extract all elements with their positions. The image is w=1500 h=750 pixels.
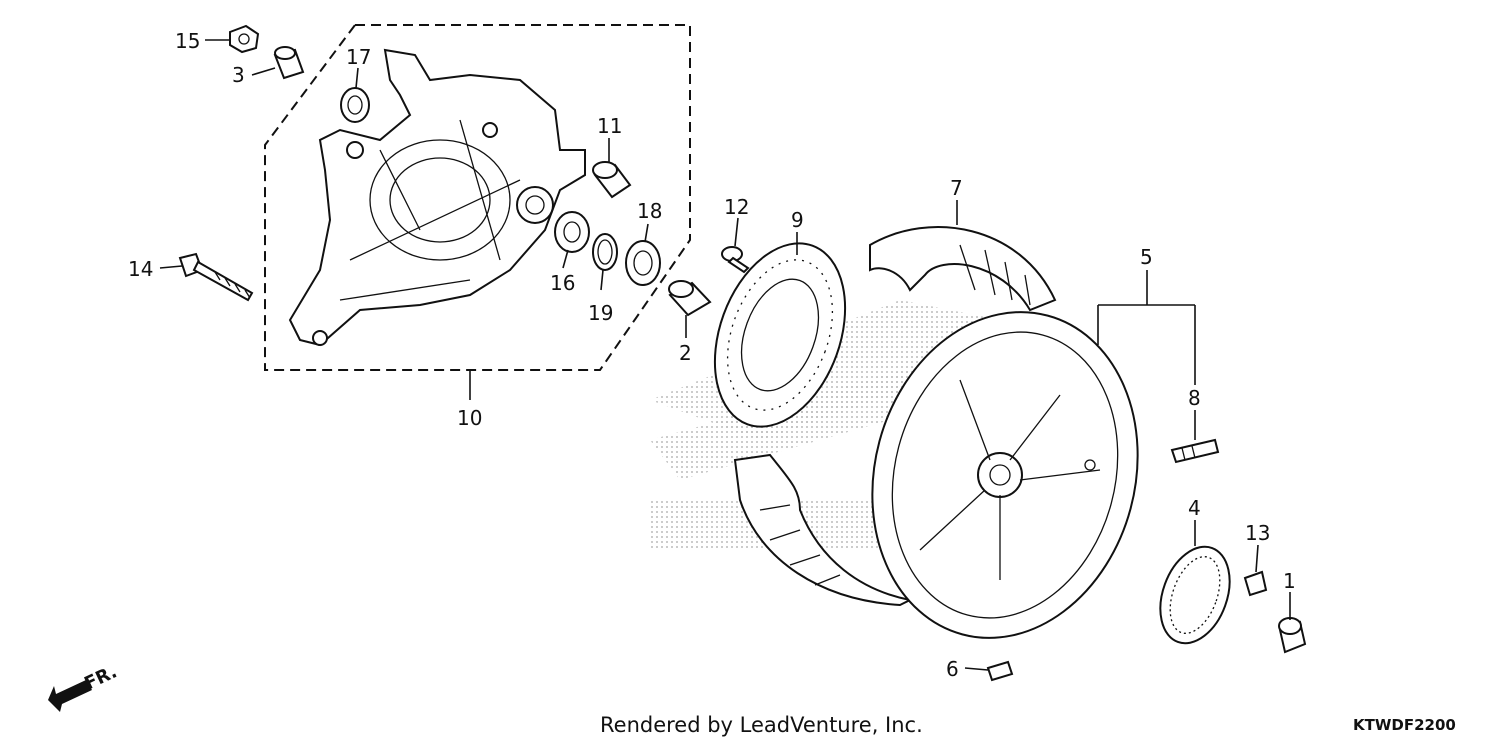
front-arrow-icon: FR. (48, 661, 120, 712)
callout-11: 11 (597, 114, 622, 138)
bolt-part-14[interactable] (178, 252, 254, 302)
render-credit: Rendered by LeadVenture, Inc. (600, 713, 923, 737)
circlip-part-19[interactable] (592, 233, 618, 271)
tire-part-7[interactable] (869, 226, 1057, 312)
pulser-ring-part-4[interactable] (1148, 537, 1242, 653)
callout-2: 2 (679, 341, 692, 365)
callout-18: 18 (637, 199, 662, 223)
group-boundary-10 (264, 24, 691, 371)
callout-19: 19 (588, 301, 613, 325)
callout-14: 14 (128, 257, 153, 281)
callout-4: 4 (1188, 496, 1201, 520)
callout-8: 8 (1188, 386, 1201, 410)
nut-part-15[interactable] (229, 24, 260, 54)
diagram-code: KTWDF2200 (1353, 716, 1456, 734)
bolt-part-12[interactable] (721, 246, 750, 274)
valve-part-8[interactable] (1170, 438, 1220, 464)
balance-weight-part-6[interactable] (986, 660, 1014, 682)
direction-label: FR. (81, 661, 120, 694)
callout-3: 3 (232, 63, 245, 87)
bolt-part-13[interactable] (1243, 570, 1268, 597)
callout-10: 10 (457, 406, 482, 430)
collar-part-3[interactable] (273, 46, 305, 80)
collar-part-11[interactable] (592, 161, 632, 199)
callout-7: 7 (950, 176, 963, 200)
bearing-part-17[interactable] (340, 87, 370, 123)
bearing-part-16[interactable] (554, 211, 590, 253)
brake-disc-part-9[interactable] (691, 225, 869, 445)
callout-6: 6 (946, 657, 959, 681)
tire-lower-half (733, 453, 914, 607)
callout-15: 15 (175, 29, 200, 53)
wheel-part-5[interactable] (837, 282, 1174, 668)
oil-seal-part-18[interactable] (625, 240, 661, 286)
callout-9: 9 (791, 208, 804, 232)
callout-12: 12 (724, 195, 749, 219)
callout-5: 5 (1140, 245, 1153, 269)
callout-1: 1 (1283, 569, 1296, 593)
leader-lines (159, 39, 1291, 671)
collar-part-1[interactable] (1278, 617, 1307, 654)
callout-labels: 15 3 17 14 11 18 16 19 10 2 12 9 7 5 8 4… (128, 29, 1296, 681)
callout-16: 16 (550, 271, 575, 295)
callout-17: 17 (346, 45, 371, 69)
swingarm-part[interactable] (288, 48, 586, 347)
collar-part-2[interactable] (668, 280, 712, 317)
callout-13: 13 (1245, 521, 1270, 545)
